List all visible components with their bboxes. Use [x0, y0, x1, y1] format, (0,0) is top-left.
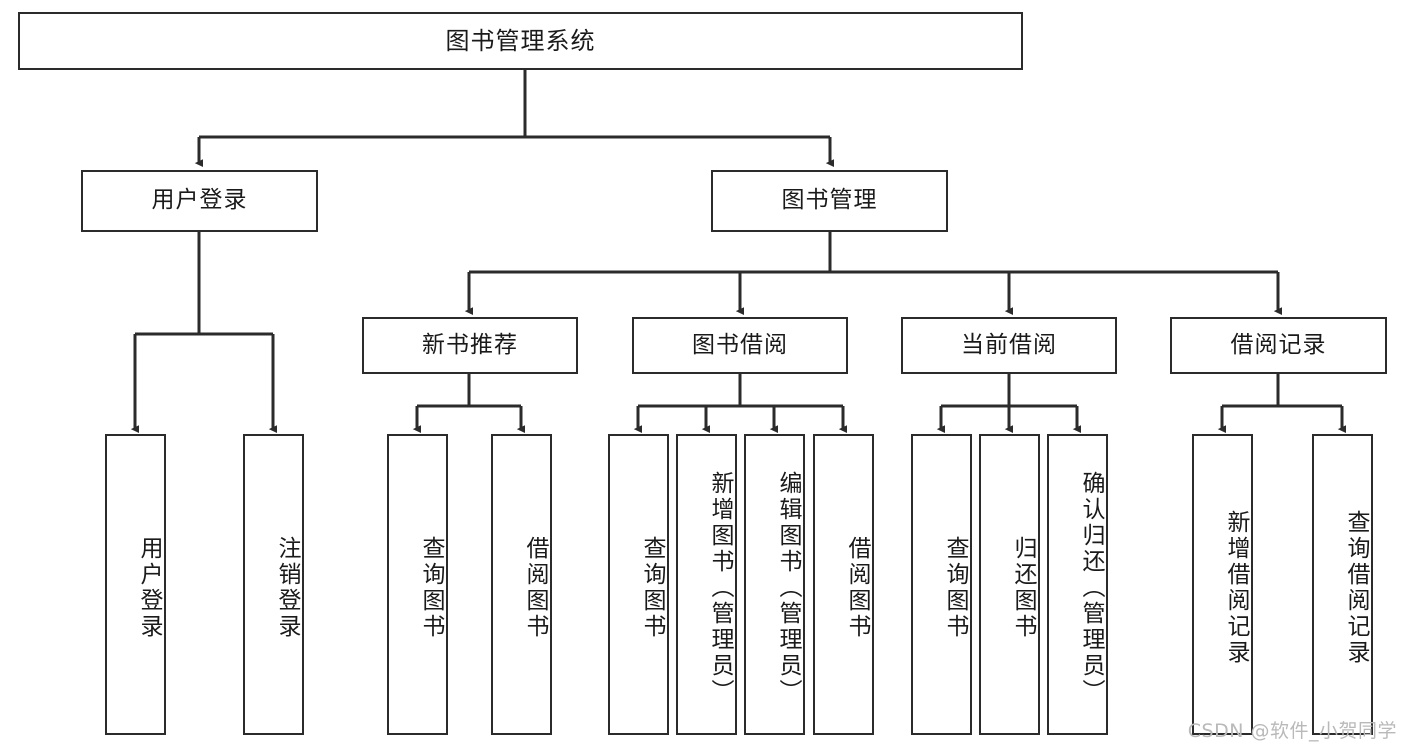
- node-label: 查询图书: [942, 535, 968, 640]
- node-label: 归还图书: [1010, 535, 1036, 640]
- node-label: 新增借阅记录: [1223, 509, 1249, 666]
- node-label: 新增图书（管理员）: [707, 470, 733, 705]
- node-user-login[interactable]: 用户登录: [81, 170, 318, 232]
- leaf-user-login-2[interactable]: 注销登录: [243, 434, 304, 735]
- node-label: 图书借阅: [692, 331, 788, 358]
- node-label: 用户登录: [136, 535, 162, 640]
- node-book-management[interactable]: 图书管理: [711, 170, 948, 232]
- node-root-book-management-system[interactable]: 图书管理系统: [18, 12, 1023, 70]
- leaf-borrow-record-2[interactable]: 查询借阅记录: [1312, 434, 1373, 735]
- leaf-book-borrow-3[interactable]: 编辑图书（管理员）: [744, 434, 805, 735]
- node-borrow-record[interactable]: 借阅记录: [1170, 317, 1387, 374]
- leaf-new-book-2[interactable]: 借阅图书: [491, 434, 552, 735]
- node-label: 注销登录: [274, 535, 300, 640]
- node-label: 查询图书: [418, 535, 444, 640]
- leaf-current-borrow-1[interactable]: 查询图书: [911, 434, 972, 735]
- node-current-borrow[interactable]: 当前借阅: [901, 317, 1117, 374]
- leaf-new-book-1[interactable]: 查询图书: [387, 434, 448, 735]
- node-new-book-recommend[interactable]: 新书推荐: [362, 317, 578, 374]
- node-label: 借阅图书: [844, 535, 870, 640]
- node-label: 编辑图书（管理员）: [775, 470, 801, 705]
- leaf-borrow-record-1[interactable]: 新增借阅记录: [1192, 434, 1253, 735]
- leaf-current-borrow-2[interactable]: 归还图书: [979, 434, 1040, 735]
- leaf-user-login-1[interactable]: 用户登录: [105, 434, 166, 735]
- node-book-borrow[interactable]: 图书借阅: [632, 317, 848, 374]
- node-label: 用户登录: [151, 187, 248, 214]
- node-label: 新书推荐: [422, 331, 518, 358]
- node-label: 图书管理: [781, 187, 878, 214]
- node-label: 借阅记录: [1230, 331, 1327, 358]
- leaf-book-borrow-1[interactable]: 查询图书: [608, 434, 669, 735]
- node-label: 查询图书: [639, 535, 665, 640]
- node-label: 图书管理系统: [445, 26, 596, 55]
- node-label: 确认归还（管理员）: [1078, 470, 1104, 705]
- leaf-book-borrow-2[interactable]: 新增图书（管理员）: [676, 434, 737, 735]
- node-label: 查询借阅记录: [1343, 509, 1369, 666]
- leaf-book-borrow-4[interactable]: 借阅图书: [813, 434, 874, 735]
- node-label: 当前借阅: [961, 331, 1057, 358]
- node-label: 借阅图书: [522, 535, 548, 640]
- leaf-current-borrow-3[interactable]: 确认归还（管理员）: [1047, 434, 1108, 735]
